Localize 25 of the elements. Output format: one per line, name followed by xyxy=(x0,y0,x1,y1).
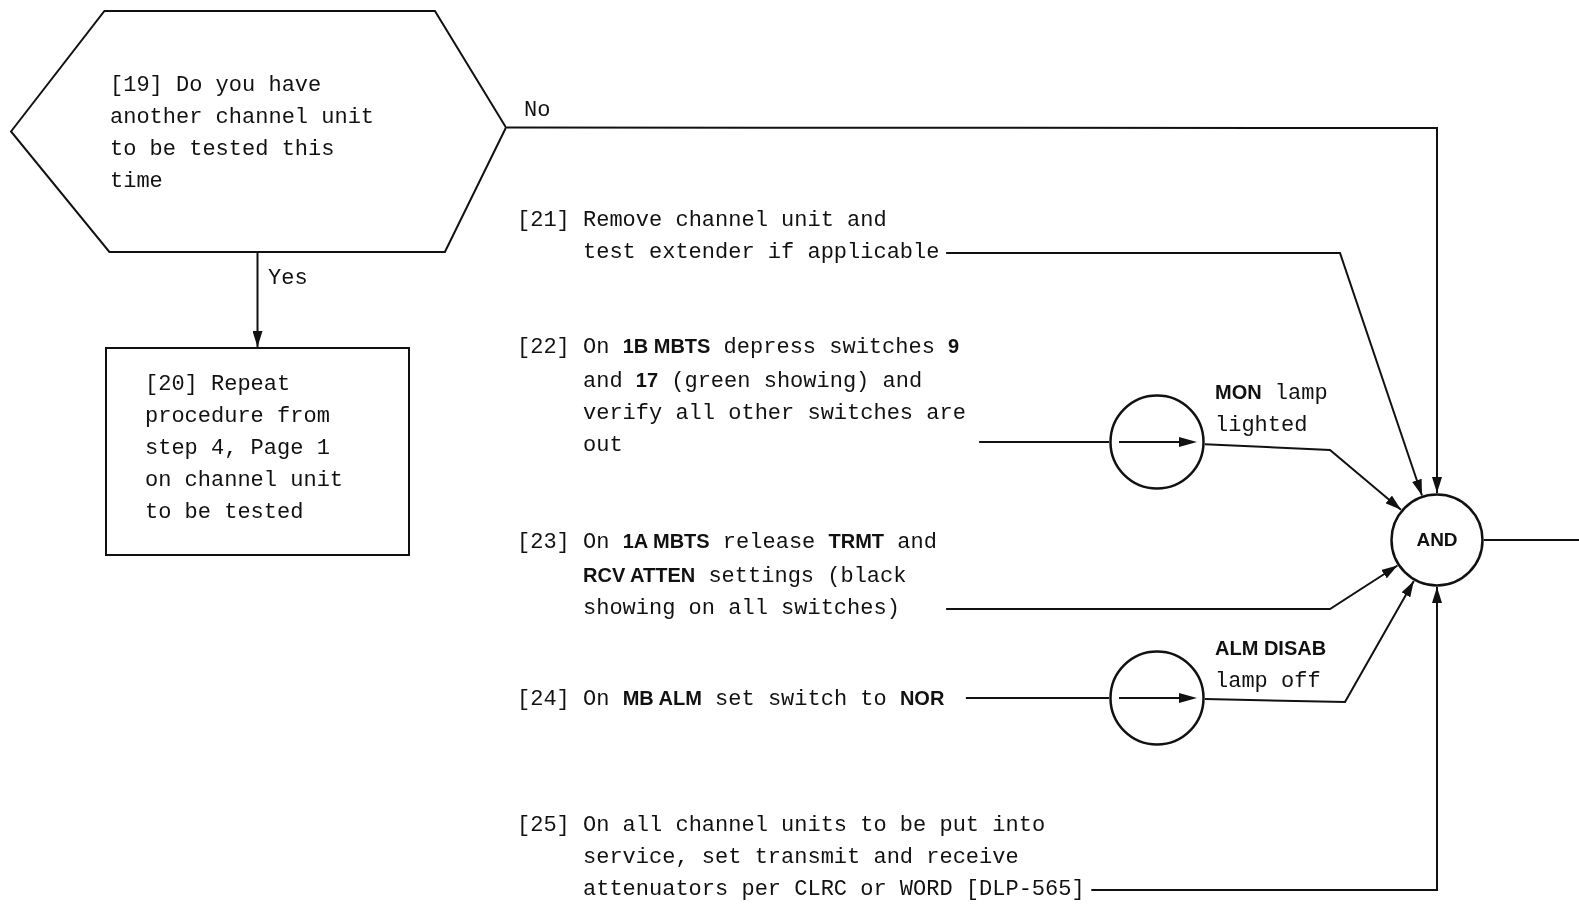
arrow xyxy=(1203,443,1402,511)
step-text: [21] Remove channel unit and test extender if applicable xyxy=(517,205,947,269)
decision-hexagon xyxy=(10,10,507,253)
step-text: [24] On MB ALM set switch to NOR xyxy=(517,682,966,716)
lamp-status-text: MON lamp lighted xyxy=(1215,380,1329,440)
verification-circle xyxy=(1109,650,1205,746)
arrow xyxy=(1204,579,1415,703)
step-text: [20] Repeat procedure from step 4, Page 1 on channel unit to be tested xyxy=(145,371,345,527)
gate-label: AND xyxy=(1415,528,1459,552)
connector-line xyxy=(964,697,1110,699)
connector-line xyxy=(1483,539,1579,541)
arrow xyxy=(945,564,1399,610)
step-text: [23] On 1A MBTS release TRMT and RCV ATTEN settings (black showing on all switches) xyxy=(517,525,947,625)
process-box xyxy=(105,347,410,556)
arrow xyxy=(1090,586,1442,891)
and-gate-circle xyxy=(1390,493,1484,587)
step-text: [19] Do you have another channel unit to be tested this time xyxy=(110,72,376,196)
step-text: [22] On 1B MBTS depress switches 9 and 17 (green showing) and verify all other switches are out xyxy=(517,330,980,462)
verification-circle xyxy=(1109,394,1205,490)
step-text: [25] On all channel units to be put into service, set transmit and receive attenuators per CLRC or WORD [DLP-565] xyxy=(517,810,1092,906)
arrow xyxy=(506,126,1442,494)
lamp-status-text: ALM DISAB lamp off xyxy=(1215,636,1328,696)
connector-line xyxy=(978,441,1110,443)
arrow xyxy=(945,252,1423,497)
arrow xyxy=(252,252,263,348)
